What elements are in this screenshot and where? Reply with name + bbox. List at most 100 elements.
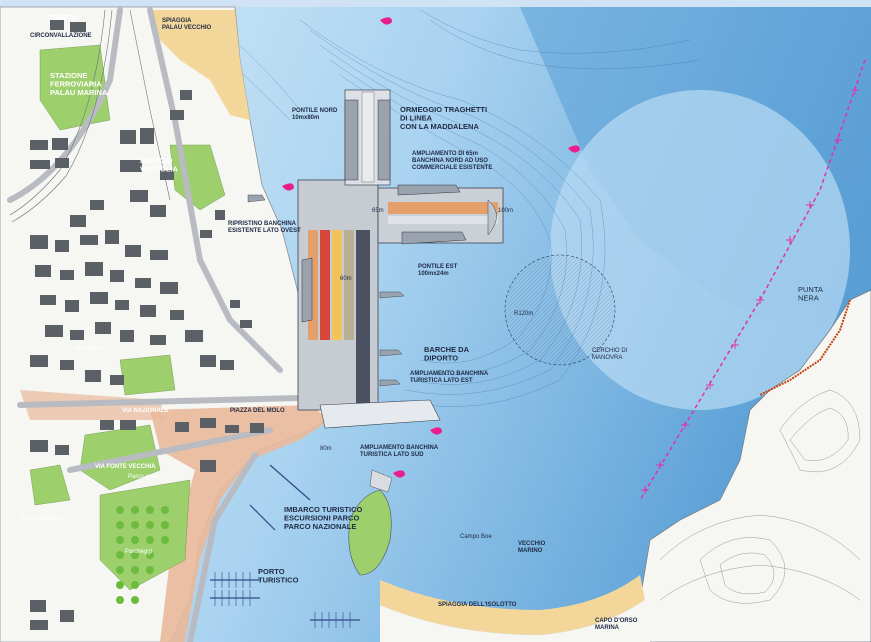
label-piazza-del-molo: PIAZZA DEL MOLO	[230, 408, 285, 414]
building-block	[30, 140, 48, 150]
rocky-coast	[759, 299, 851, 396]
label-dim-100m: 100m	[498, 208, 513, 214]
label-via-fonte-vecchia: VIA FONTE VECCHIA	[95, 464, 156, 470]
building-block	[30, 160, 50, 169]
route-marker	[706, 381, 714, 389]
building-block	[90, 292, 108, 304]
promenade	[150, 405, 330, 642]
route-marker	[851, 86, 859, 94]
building-block	[120, 160, 142, 172]
label-tempio: TEMPIO	[48, 13, 77, 22]
building-block	[250, 423, 264, 433]
building-block	[115, 300, 129, 310]
building-block	[55, 240, 69, 252]
trees	[116, 506, 169, 604]
building-block	[170, 110, 184, 120]
building-block	[135, 278, 151, 288]
building-block	[65, 300, 79, 312]
building-block	[160, 170, 174, 180]
building-block	[150, 335, 166, 345]
building-block	[30, 355, 48, 367]
beach-isolotto	[380, 575, 645, 635]
building-block	[185, 330, 203, 342]
building-block	[60, 270, 74, 280]
label-dim-65m: 65m	[372, 208, 384, 214]
route-marker	[681, 421, 689, 429]
roads	[7, 7, 303, 642]
building-block	[140, 305, 156, 317]
label-via-nazionale: VIA NAZIONALE	[122, 408, 168, 414]
building-block	[52, 138, 68, 150]
building-block	[160, 282, 178, 294]
bay-water	[550, 90, 850, 410]
route-marker	[656, 461, 664, 469]
building-block	[55, 445, 69, 455]
building-block	[150, 250, 168, 260]
navigation-lights	[282, 17, 580, 478]
building-block	[85, 262, 103, 276]
building-block	[40, 295, 56, 305]
building-block	[230, 300, 240, 308]
label-dim-60m: 60m	[340, 276, 352, 282]
building-block	[200, 355, 216, 367]
label-r120m: R120m	[514, 311, 533, 317]
building-block	[180, 90, 192, 100]
building-block	[70, 22, 86, 32]
building-block	[60, 360, 74, 370]
route-marker	[786, 236, 794, 244]
building-block	[175, 422, 189, 432]
building-block	[30, 600, 46, 612]
label-campo-boe: Campo Boe	[460, 534, 492, 540]
building-block	[50, 20, 64, 30]
route-marker	[731, 341, 739, 349]
building-block	[150, 205, 166, 217]
route-marker	[834, 136, 842, 144]
label-parcheggi: Parcheggi	[125, 549, 152, 555]
building-block	[45, 325, 63, 337]
beach-palau-vecchio	[150, 10, 250, 120]
building-block	[35, 265, 51, 277]
building-block	[120, 130, 136, 144]
building-block	[130, 190, 148, 202]
top-border-strip	[0, 0, 871, 7]
building-block	[120, 420, 136, 430]
building-block	[60, 610, 74, 622]
building-block	[95, 322, 111, 334]
label-circonvallazione: CIRCONVALLAZIONE	[30, 33, 92, 39]
building-block	[110, 270, 124, 282]
building-block	[80, 235, 98, 245]
label-via-roma: VIA ROMA	[75, 346, 104, 352]
building-block	[110, 375, 124, 385]
route-marker	[806, 201, 814, 209]
ferry-route-line	[639, 59, 866, 501]
building-block	[200, 418, 216, 428]
building-block	[70, 215, 86, 227]
label-via-nazionale-2: VIA NAZIONALE	[20, 516, 65, 522]
building-block	[90, 200, 104, 210]
route-marker	[641, 486, 649, 494]
building-block	[200, 230, 212, 238]
label-spiaggia-isolotto: SPIAGGIA DELL'ISOLOTTO	[438, 602, 517, 608]
building-block	[225, 425, 239, 433]
label-parco-giochi: Parco giochi	[128, 474, 161, 480]
building-block	[100, 420, 114, 430]
buildings	[30, 20, 264, 630]
route-marker	[756, 296, 764, 304]
